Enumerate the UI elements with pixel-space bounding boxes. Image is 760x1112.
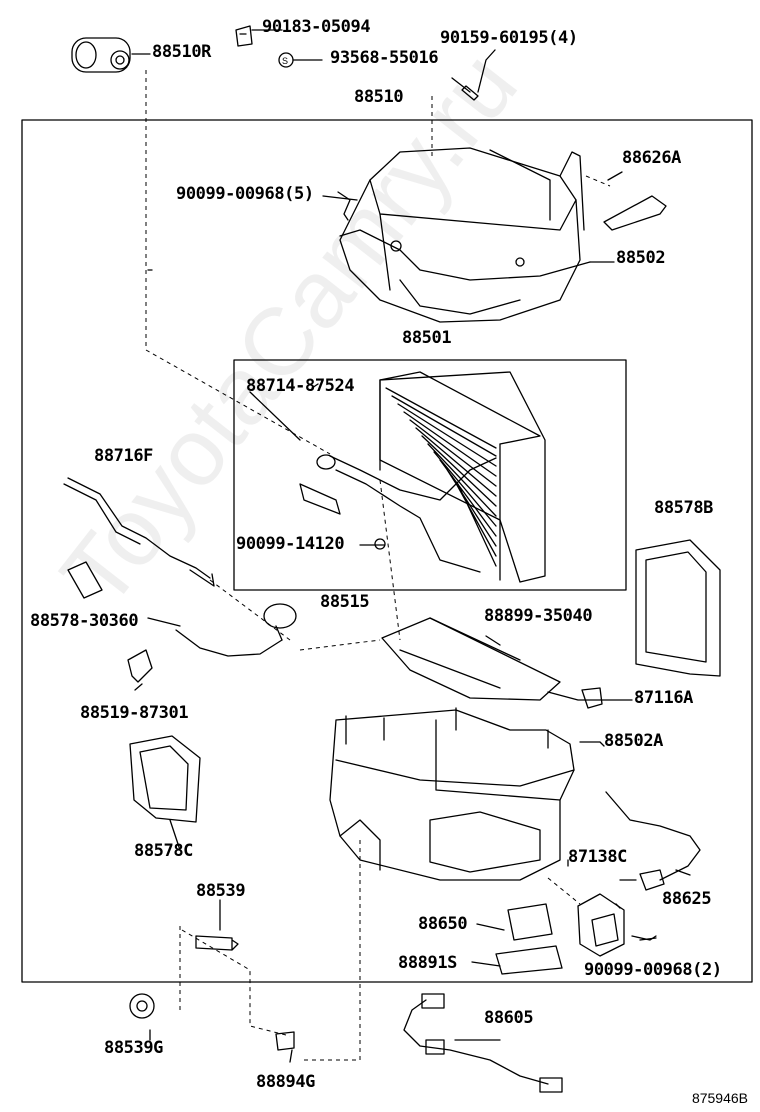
pipe-88714-part <box>329 455 497 501</box>
pipe-88714-lower <box>335 469 481 573</box>
label-88510r: 88510R <box>152 42 212 62</box>
dashed-guide-8 <box>181 929 291 1037</box>
plug-88539-part <box>195 935 239 951</box>
fitting-88714 <box>316 454 336 470</box>
diagram-code: 875946B <box>691 1090 748 1106</box>
seal-88578c-part <box>129 735 201 823</box>
label-90183-05094: 90183-05094 <box>262 17 371 37</box>
label-88578b: 88578B <box>654 498 714 518</box>
bolt-90159-part <box>451 77 479 101</box>
dashed-guide-10 <box>547 877 581 905</box>
clip-88519-part <box>127 649 153 683</box>
clip-88894g-part <box>275 1031 295 1051</box>
tray-88891s-part <box>495 945 563 975</box>
sensor-88625-part <box>605 791 701 881</box>
dashed-guide-1 <box>145 70 331 455</box>
dashed-guide-5 <box>209 579 291 641</box>
bracket-90183-part <box>235 25 253 47</box>
lower-case-88502a-part <box>329 707 575 881</box>
dashed-guide-3 <box>585 175 611 187</box>
evaporator-frame <box>233 359 627 591</box>
label-88519-87301: 88519-87301 <box>80 703 189 723</box>
label-88891s: 88891S <box>398 953 458 973</box>
label-88502: 88502 <box>616 248 666 268</box>
label-88539g: 88539G <box>104 1038 164 1058</box>
receiver-part <box>299 483 341 515</box>
label-88716f: 88716F <box>94 446 154 466</box>
label-88605: 88605 <box>484 1008 534 1028</box>
label-88625: 88625 <box>662 889 712 909</box>
servo-87138c-part <box>577 893 625 957</box>
harness-88605-part <box>403 999 549 1085</box>
screw-90099-5-part <box>337 191 351 221</box>
label-93568-55016: 93568-55016 <box>330 48 439 68</box>
label-88578c: 88578C <box>134 841 194 861</box>
dashed-guide-9 <box>300 840 361 1061</box>
label-88502a: 88502A <box>604 731 664 751</box>
grommet-88510r-part <box>71 37 131 73</box>
label-88501: 88501 <box>402 328 452 348</box>
label-88714-87524: 88714-87524 <box>246 376 355 396</box>
sensor-88515-part <box>175 603 297 657</box>
o-ring-90099-14120-part <box>374 538 386 550</box>
label-88510: 88510 <box>354 87 404 107</box>
label-88894g: 88894G <box>256 1072 316 1092</box>
evaporator-88501-part <box>379 371 546 583</box>
upper-case-88502-part <box>339 147 591 323</box>
resistor-88650-part <box>507 903 553 941</box>
clamp-88626a-part <box>603 195 667 231</box>
dashed-guide-4 <box>379 479 401 641</box>
label-88650: 88650 <box>418 914 468 934</box>
label-90159-60195: 90159-60195(4) <box>440 28 578 48</box>
label-88578-30360: 88578-30360 <box>30 611 139 631</box>
svg-text:S: S <box>282 56 288 66</box>
assembly-frame <box>21 119 753 983</box>
seal-88578b-part <box>635 539 721 677</box>
label-87138c: 87138C <box>568 847 628 867</box>
sleeve-88578-30360-part <box>67 561 103 599</box>
label-88539: 88539 <box>196 881 246 901</box>
dashed-guide-6 <box>299 639 381 651</box>
label-88515: 88515 <box>320 592 370 612</box>
screw-90099-2-part <box>631 935 657 941</box>
tube-88716f-part <box>67 477 211 579</box>
grommet-88539g-part <box>129 993 155 1019</box>
label-88626a: 88626A <box>622 148 682 168</box>
label-90099-00968-5: 90099-00968(5) <box>176 184 314 204</box>
label-88899-35040: 88899-35040 <box>484 606 593 626</box>
label-90099-14120: 90099-14120 <box>236 534 345 554</box>
label-87116a: 87116A <box>634 688 694 708</box>
duct-88899-part <box>381 617 561 701</box>
label-90099-00968-2: 90099-00968(2) <box>584 960 722 980</box>
clip-87116a-part <box>581 687 603 709</box>
